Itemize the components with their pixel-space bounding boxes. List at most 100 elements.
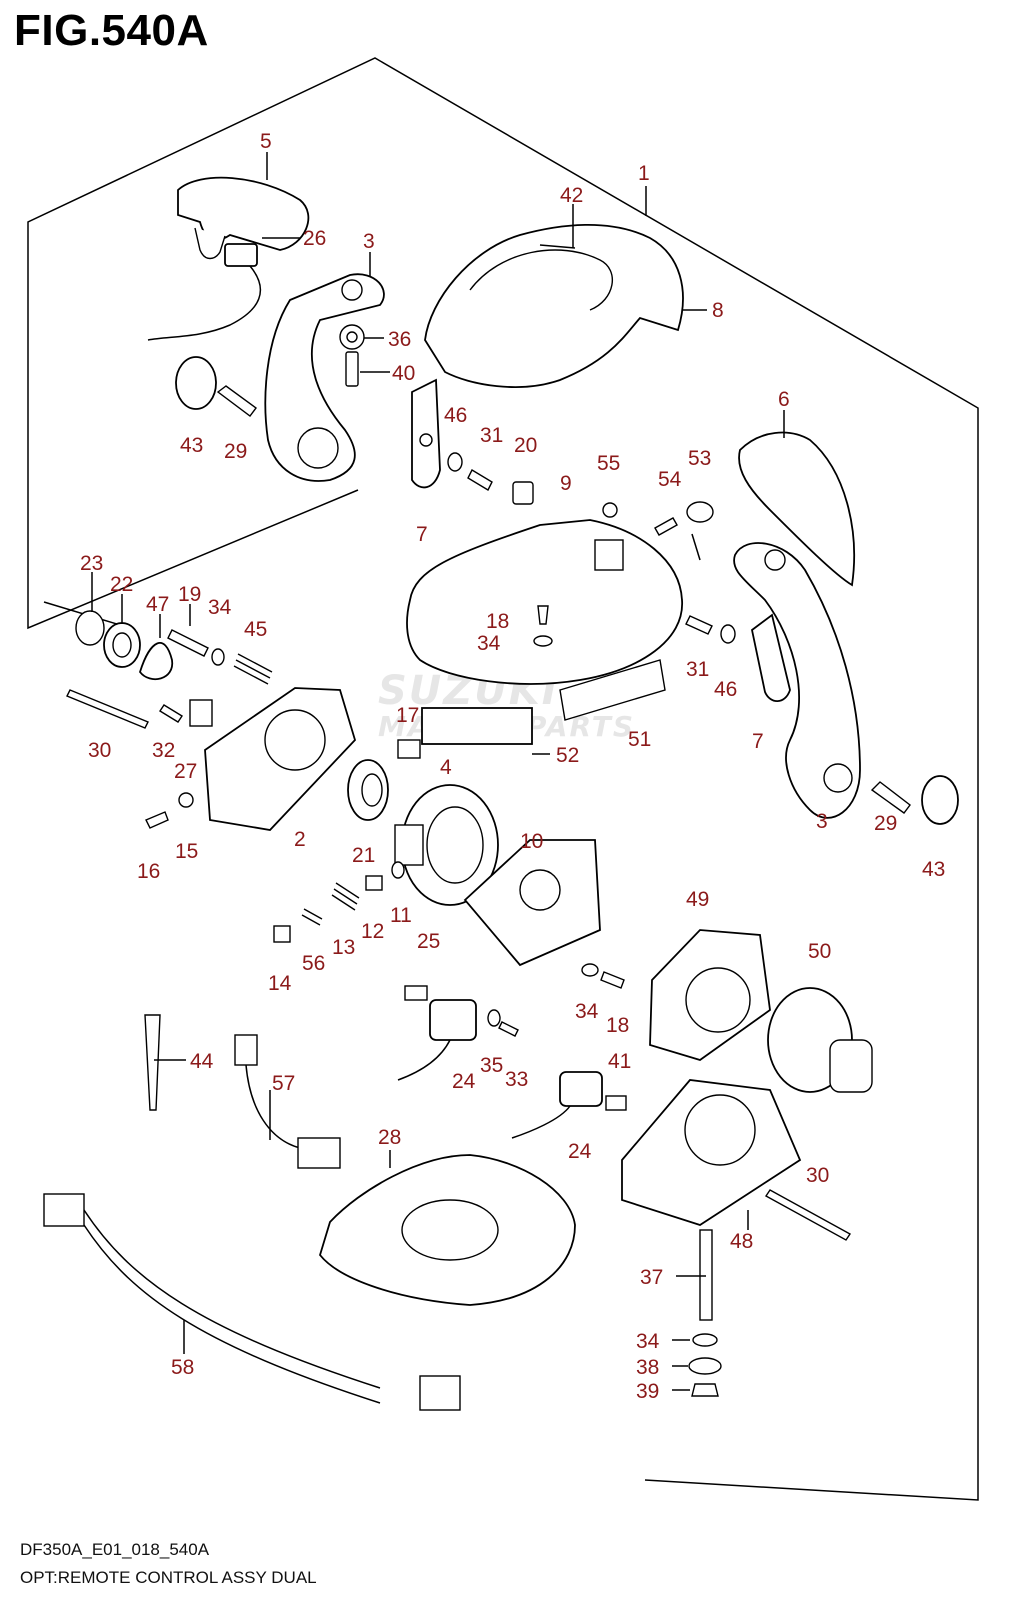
callout[interactable]: 28 — [378, 1126, 401, 1149]
callout[interactable]: 41 — [608, 1050, 631, 1073]
part-block-14[interactable] — [273, 925, 291, 943]
callout[interactable]: 16 — [137, 860, 160, 883]
callout[interactable]: 20 — [514, 434, 537, 457]
part-ring-53[interactable] — [686, 501, 714, 523]
part-washer-46-right[interactable] — [720, 624, 736, 644]
callout[interactable]: 47 — [146, 593, 169, 616]
callout[interactable]: 54 — [658, 468, 682, 491]
callout[interactable]: 11 — [390, 904, 412, 927]
callout[interactable]: 43 — [922, 858, 945, 881]
part-ring-22[interactable] — [103, 622, 141, 668]
part-washer-34-top[interactable] — [533, 635, 553, 647]
callout[interactable]: 34 — [575, 1000, 599, 1023]
part-handle-grip[interactable] — [177, 176, 310, 260]
part-screw-33[interactable] — [498, 1021, 519, 1037]
callout[interactable]: 8 — [712, 299, 724, 322]
part-gear-50[interactable] — [767, 987, 873, 1093]
callout[interactable]: 7 — [752, 730, 764, 753]
callout[interactable]: 10 — [520, 830, 543, 853]
callout[interactable]: 30 — [806, 1164, 829, 1187]
part-shaft-gear-4[interactable] — [394, 784, 499, 906]
part-block-2[interactable] — [204, 687, 357, 831]
callout[interactable]: 15 — [175, 840, 198, 863]
callout[interactable]: 14 — [268, 972, 292, 995]
callout[interactable]: 13 — [332, 936, 355, 959]
callout[interactable]: 55 — [597, 452, 620, 475]
part-lock-washer-36[interactable] — [339, 324, 365, 350]
callout[interactable]: 33 — [505, 1068, 528, 1091]
callout[interactable]: 56 — [302, 952, 325, 975]
part-clamp-41[interactable] — [605, 1095, 627, 1111]
callout[interactable]: 21 — [352, 844, 375, 867]
callout[interactable]: 31 — [480, 424, 503, 447]
part-cover[interactable] — [424, 223, 684, 388]
callout[interactable]: 3 — [816, 810, 828, 833]
part-bolt-30-right[interactable] — [764, 1189, 852, 1241]
part-screw-29-left[interactable] — [216, 385, 257, 417]
callout[interactable]: 45 — [244, 618, 267, 641]
part-housing-10[interactable] — [463, 839, 601, 967]
callout[interactable]: 52 — [556, 744, 579, 767]
callout[interactable]: 39 — [636, 1380, 659, 1403]
callout[interactable]: 35 — [480, 1054, 503, 1077]
part-housing-49[interactable] — [649, 929, 771, 1061]
part-screw-18-mid[interactable] — [600, 971, 625, 989]
part-bushing-21[interactable] — [347, 759, 389, 821]
part-lever-arm-left[interactable] — [264, 273, 385, 482]
part-bracket-7-right[interactable] — [751, 613, 791, 703]
part-housing-48[interactable] — [621, 1079, 802, 1226]
callout[interactable]: 38 — [636, 1356, 659, 1379]
part-lever-arm-right[interactable] — [733, 542, 861, 819]
callout[interactable]: 42 — [560, 184, 583, 207]
part-bolt-40[interactable] — [345, 351, 359, 387]
part-sensor-24-lower[interactable] — [511, 1071, 603, 1139]
callout[interactable]: 5 — [260, 130, 272, 153]
part-washer-35[interactable] — [487, 1009, 501, 1027]
part-plate-27[interactable] — [189, 699, 213, 727]
part-stopper-12[interactable] — [365, 875, 383, 891]
part-washer-34-mid[interactable] — [581, 963, 599, 977]
callout[interactable]: 12 — [361, 920, 384, 943]
part-washer-46-top[interactable] — [447, 452, 463, 472]
part-screw-18-top[interactable] — [537, 605, 549, 625]
part-screw-32[interactable] — [159, 704, 183, 723]
callout[interactable]: 29 — [224, 440, 247, 463]
callout[interactable]: 34 — [208, 596, 232, 619]
callout[interactable]: 37 — [640, 1266, 663, 1289]
callout[interactable]: 58 — [171, 1356, 194, 1379]
part-pin-11[interactable] — [391, 861, 405, 879]
part-guide-17[interactable] — [397, 739, 421, 759]
callout[interactable]: 46 — [714, 678, 737, 701]
part-screw-54[interactable] — [654, 517, 678, 536]
part-cap-43-right[interactable] — [921, 775, 959, 825]
callout[interactable]: 26 — [303, 227, 326, 250]
callout[interactable]: 34 — [636, 1330, 660, 1353]
part-cable-tie-44[interactable] — [144, 1014, 161, 1111]
part-handle-grip-right[interactable] — [738, 431, 855, 587]
callout[interactable]: 25 — [417, 930, 440, 953]
part-screw-29-right[interactable] — [870, 781, 911, 814]
callout[interactable]: 3 — [363, 230, 375, 253]
callout[interactable]: 32 — [152, 739, 175, 762]
callout[interactable]: 46 — [444, 404, 467, 427]
callout[interactable]: 9 — [560, 472, 572, 495]
callout[interactable]: 44 — [190, 1050, 214, 1073]
callout[interactable]: 43 — [180, 434, 203, 457]
callout[interactable]: 24 — [452, 1070, 476, 1093]
callout[interactable]: 40 — [392, 362, 415, 385]
part-clip-20[interactable] — [512, 481, 534, 505]
part-spring-13[interactable] — [331, 882, 360, 911]
part-bolt-37[interactable] — [699, 1229, 713, 1321]
callout[interactable]: 36 — [388, 328, 411, 351]
callout[interactable]: 1 — [638, 162, 650, 185]
callout[interactable]: 18 — [606, 1014, 629, 1037]
callout[interactable]: 6 — [778, 388, 790, 411]
part-nut-55[interactable] — [602, 502, 618, 518]
part-sensor-24-upper[interactable] — [397, 999, 477, 1081]
part-gasket-28[interactable] — [319, 1154, 576, 1306]
callout[interactable]: 50 — [808, 940, 831, 963]
part-screw-16[interactable] — [145, 811, 169, 829]
part-plate-52[interactable] — [421, 707, 533, 745]
callout[interactable]: 31 — [686, 658, 709, 681]
part-nut-39[interactable] — [691, 1383, 719, 1397]
